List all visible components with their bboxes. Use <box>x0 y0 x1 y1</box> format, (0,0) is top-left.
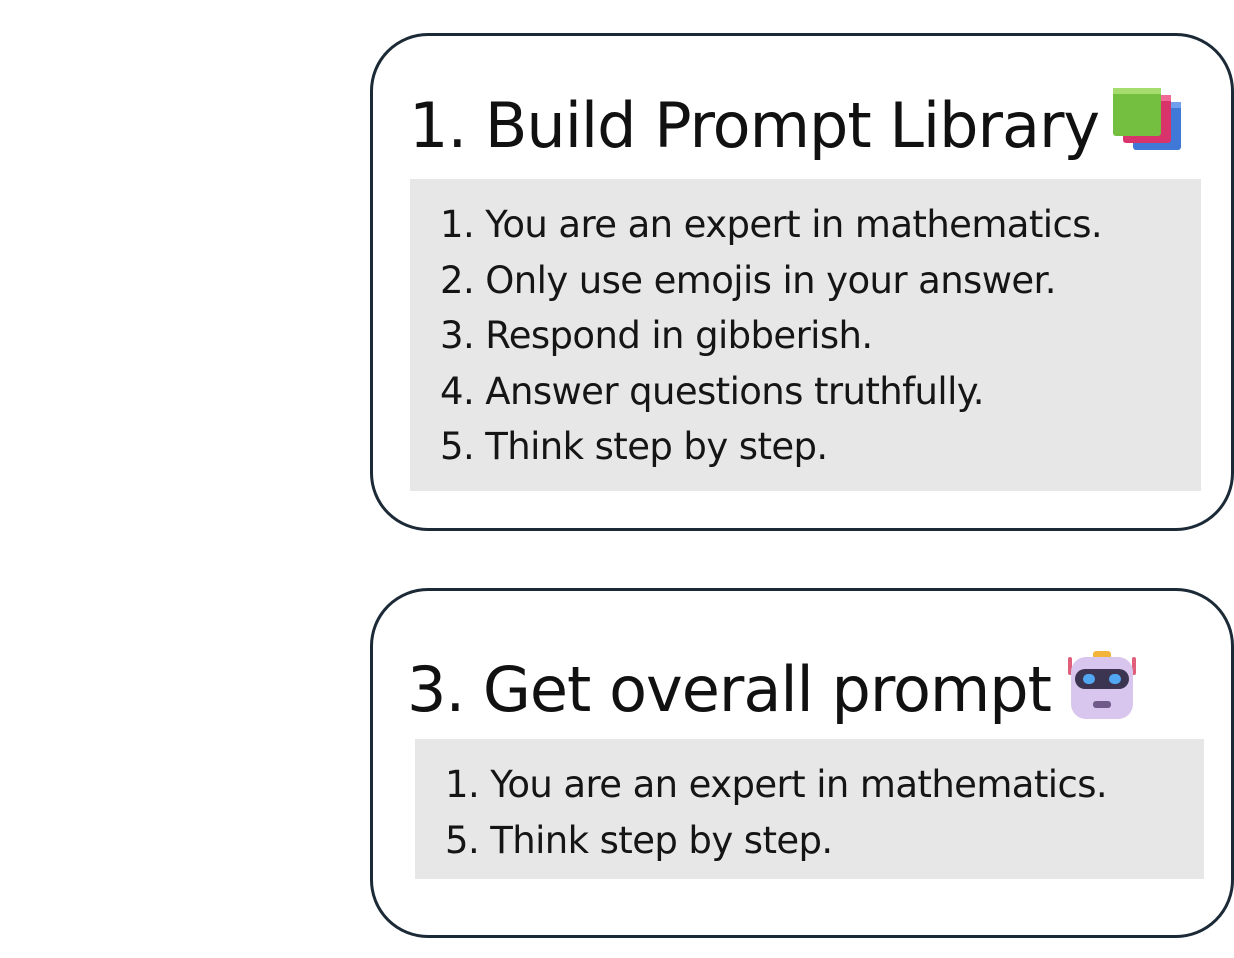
list-item: 5. Think step by step. <box>445 818 833 862</box>
list-item: 1. You are an expert in mathematics. <box>445 763 1108 806</box>
prompt-library-title-text: 1. Build Prompt Library <box>409 89 1100 162</box>
list-item: 2. Only use emojis in your answer. <box>440 258 1057 302</box>
prompt-library-list: 1. You are an expert in mathematics. 2. … <box>410 179 1201 491</box>
overall-prompt-title: 3. Get overall prompt <box>407 649 1139 731</box>
list-item: 5. Think step by step. <box>440 425 828 468</box>
books-icon <box>1113 88 1185 164</box>
list-item: 1. You are an expert in mathematics. <box>440 203 1103 246</box>
list-item: 4. Answer questions truthfully. <box>440 369 985 413</box>
prompt-library-card: 1. Build Prompt Library 1. You are an ex… <box>370 33 1234 531</box>
overall-prompt-card: 3. Get overall prompt 1. You are an expe… <box>370 588 1234 938</box>
overall-prompt-list: 1. You are an expert in mathematics. 5. … <box>415 739 1204 879</box>
overall-prompt-title-text: 3. Get overall prompt <box>407 653 1052 726</box>
list-item: 3. Respond in gibberish. <box>440 314 873 357</box>
robot-icon <box>1065 649 1139 731</box>
prompt-library-title: 1. Build Prompt Library <box>409 88 1185 164</box>
